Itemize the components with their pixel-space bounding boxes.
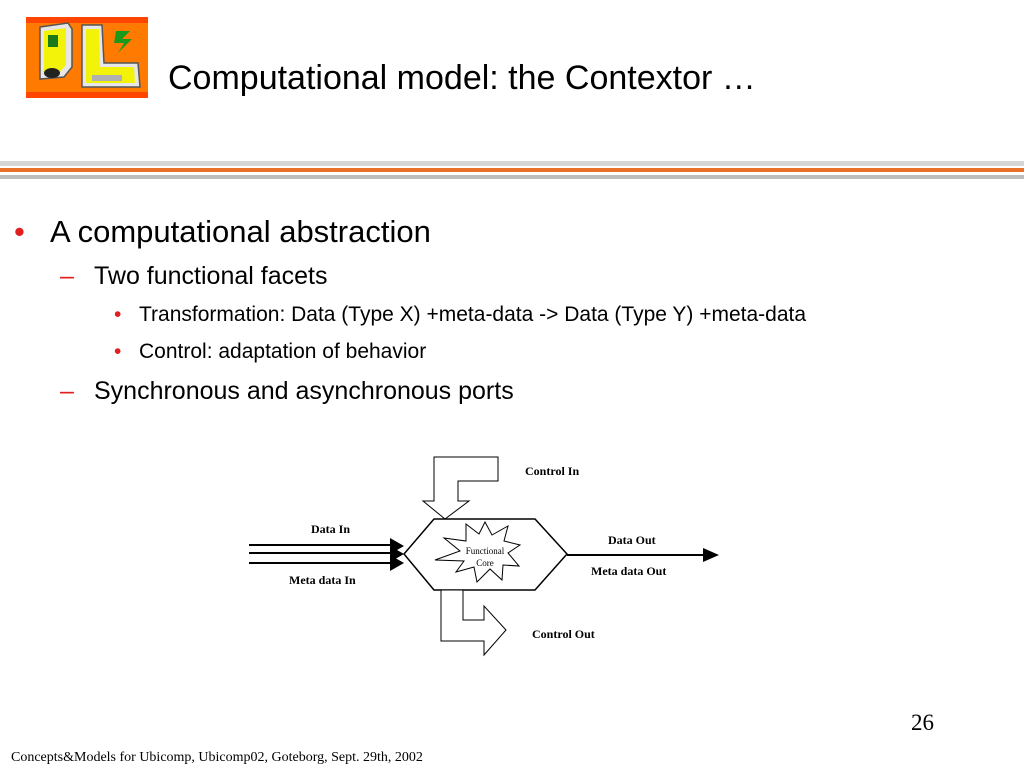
- bullet-level2-item: Two functional facets: [94, 262, 328, 290]
- footer-text: Concepts&Models for Ubicomp, Ubicomp02, …: [11, 750, 423, 765]
- bullet-level3-item: Transformation: Data (Type X) +meta-data…: [139, 303, 807, 326]
- meta-data-out-label: Meta data Out: [591, 564, 666, 578]
- bullet-level1-item: A computational abstraction: [50, 214, 431, 249]
- title-divider-bottom: [0, 175, 1024, 179]
- control-in-label: Control In: [525, 464, 579, 478]
- bullet-marker: –: [60, 377, 74, 405]
- control-out-label: Control Out: [532, 627, 595, 641]
- page-title: Computational model: the Contextor …: [168, 59, 756, 97]
- functional-core-label-line1: Functional: [466, 546, 505, 556]
- bullet-marker: –: [60, 262, 74, 290]
- data-out-arrowhead: [703, 548, 719, 562]
- data-in-label: Data In: [311, 522, 350, 536]
- iihm-logo-icon: [26, 17, 148, 98]
- bullet-marker: •: [114, 340, 122, 363]
- title-divider-top: [0, 161, 1024, 166]
- page-number: 26: [911, 710, 934, 735]
- meta-data-in-label: Meta data In: [289, 573, 356, 587]
- bullet-marker: •: [14, 214, 25, 249]
- functional-core-starburst: [434, 520, 522, 584]
- control-out-arrow: [440, 589, 507, 657]
- bullet-marker: •: [114, 303, 122, 326]
- bullet-level2-item: Synchronous and asynchronous ports: [94, 377, 514, 405]
- data-out-label: Data Out: [608, 533, 656, 547]
- functional-core-label-line2: Core: [476, 558, 494, 568]
- control-in-arrow: [421, 456, 499, 520]
- bullet-level3-item: Control: adaptation of behavior: [139, 340, 427, 363]
- title-divider-accent: [0, 168, 1024, 172]
- meta-data-in-arrowhead: [390, 555, 404, 571]
